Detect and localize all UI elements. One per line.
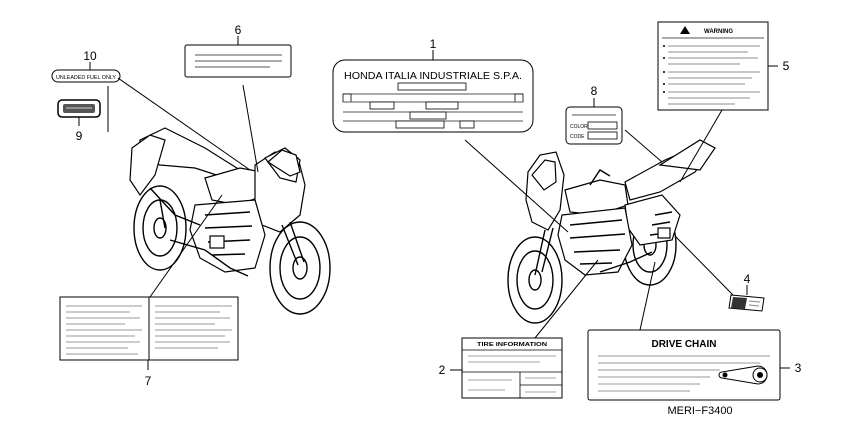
code-label: CODE — [570, 134, 585, 140]
warning-triangle-icon — [680, 26, 690, 34]
label-2-tire-information: TIRE INFORMATION — [461, 337, 563, 399]
color-label: COLOR — [570, 124, 588, 130]
part-number-10: 10 — [83, 49, 97, 63]
part-number-3: 3 — [795, 361, 802, 375]
label-6 — [184, 44, 292, 78]
left-motorcycle — [129, 127, 331, 315]
unleaded-fuel-text: UNLEADED FUEL ONLY — [56, 75, 116, 81]
leader-lines — [78, 36, 790, 371]
diagram-code: MERI−F3400 — [667, 405, 732, 417]
tire-info-text: TIRE INFORMATION — [477, 342, 548, 348]
part-number-5: 5 — [783, 59, 790, 73]
label-3-drive-chain: DRIVE CHAIN — [587, 329, 781, 401]
right-motorcycle — [507, 139, 716, 324]
part-number-8: 8 — [591, 84, 598, 98]
drive-chain-text: DRIVE CHAIN — [651, 339, 716, 350]
part-number-7: 7 — [145, 374, 152, 388]
part-number-9: 9 — [76, 129, 83, 143]
part-number-2: 2 — [439, 363, 446, 377]
part-number-6: 6 — [235, 23, 242, 37]
honda-plate-text: HONDA ITALIA INDUSTRIALE S.P.A. — [344, 71, 522, 82]
part-number-4: 4 — [744, 272, 751, 286]
label-10-unleaded-fuel: UNLEADED FUEL ONLY — [51, 69, 121, 83]
warning-text: WARNING — [704, 29, 733, 35]
label-9 — [57, 99, 101, 118]
label-4 — [728, 294, 765, 312]
part-numbers: 1 2 3 4 5 6 7 8 9 10 — [76, 23, 802, 388]
label-1-honda-plate: HONDA ITALIA INDUSTRIALE S.P.A. — [332, 59, 534, 133]
label-7 — [59, 296, 239, 361]
chain-sprocket-icon — [718, 365, 768, 385]
label-8-color-code: COLOR CODE — [565, 106, 623, 145]
part-number-1: 1 — [430, 37, 437, 51]
label-5-warning: WARNING — [657, 21, 769, 111]
